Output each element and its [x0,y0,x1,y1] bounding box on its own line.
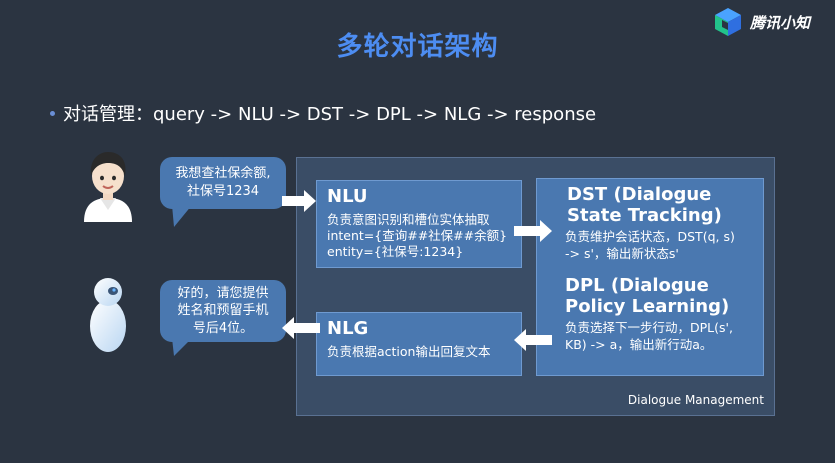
dpl-title-line2: Policy Learning) [565,295,730,317]
brand-name: 腾讯小知 [750,13,811,32]
bullet-dot-icon [50,110,55,116]
nlg-box: NLG 负责根据action输出回复文本 [316,312,522,376]
dst-line1: 负责维护会话状态，DST(q, s) [565,229,735,245]
bot-bubble-line3: 号后4位。 [192,320,254,336]
bullet-item: 对话管理：query -> NLU -> DST -> DPL -> NLG -… [50,100,596,126]
bullet-text: 对话管理：query -> NLU -> DST -> DPL -> NLG -… [63,104,597,125]
arrow-nlu-to-dst [514,220,552,242]
nlu-line2: intent={查询##社保##余额} [327,227,508,243]
bot-bubble-line1: 好的，请您提供 [177,285,269,301]
arrow-nlg-to-bot [282,317,320,339]
user-speech-bubble: 我想查社保余额, 社保号1234 [160,157,286,209]
dst-line2: -> s'，输出新状态s' [565,245,679,261]
dst-title-line2: State Tracking) [567,204,722,226]
user-bubble-line2: 社保号1234 [186,184,260,199]
dpl-line2: KB) -> a，输出新行动a。 [565,336,713,352]
nlu-box: NLU 负责意图识别和槽位实体抽取 intent={查询##社保##余额} en… [316,180,522,268]
user-bubble-tail [172,205,192,227]
user-bubble-line1: 我想查社保余额, [175,166,271,182]
dst-dpl-box: DST (Dialogue State Tracking) 负责维护会话状态，D… [536,178,764,376]
brand-logo: 腾讯小知 [712,6,810,38]
page-title: 多轮对话架构 [336,32,499,62]
bot-bubble-line2: 姓名和预留手机 [177,303,269,319]
bot-speech-bubble: 好的，请您提供 姓名和预留手机 号后4位。 [160,280,286,342]
robot-avatar-icon [90,278,126,352]
nlu-line1: 负责意图识别和槽位实体抽取 [327,211,490,227]
arrow-user-to-nlu [282,190,316,212]
dialogue-management-label: Dialogue Management [627,393,764,407]
nlg-line1: 负责根据action输出回复文本 [327,343,491,359]
dst-title-line1: DST (Dialogue [567,184,712,205]
brand-cube-icon [715,8,741,36]
arrow-dpl-to-nlg [514,329,552,351]
nlu-title: NLU [327,186,368,207]
user-avatar-icon [84,152,132,222]
nlg-title: NLG [327,318,369,339]
bot-bubble-tail [172,338,192,356]
dpl-title-line1: DPL (Dialogue [565,274,709,296]
nlu-line3: entity={社保号:1234} [327,244,464,260]
dpl-line1: 负责选择下一步行动，DPL(s', [565,320,733,336]
